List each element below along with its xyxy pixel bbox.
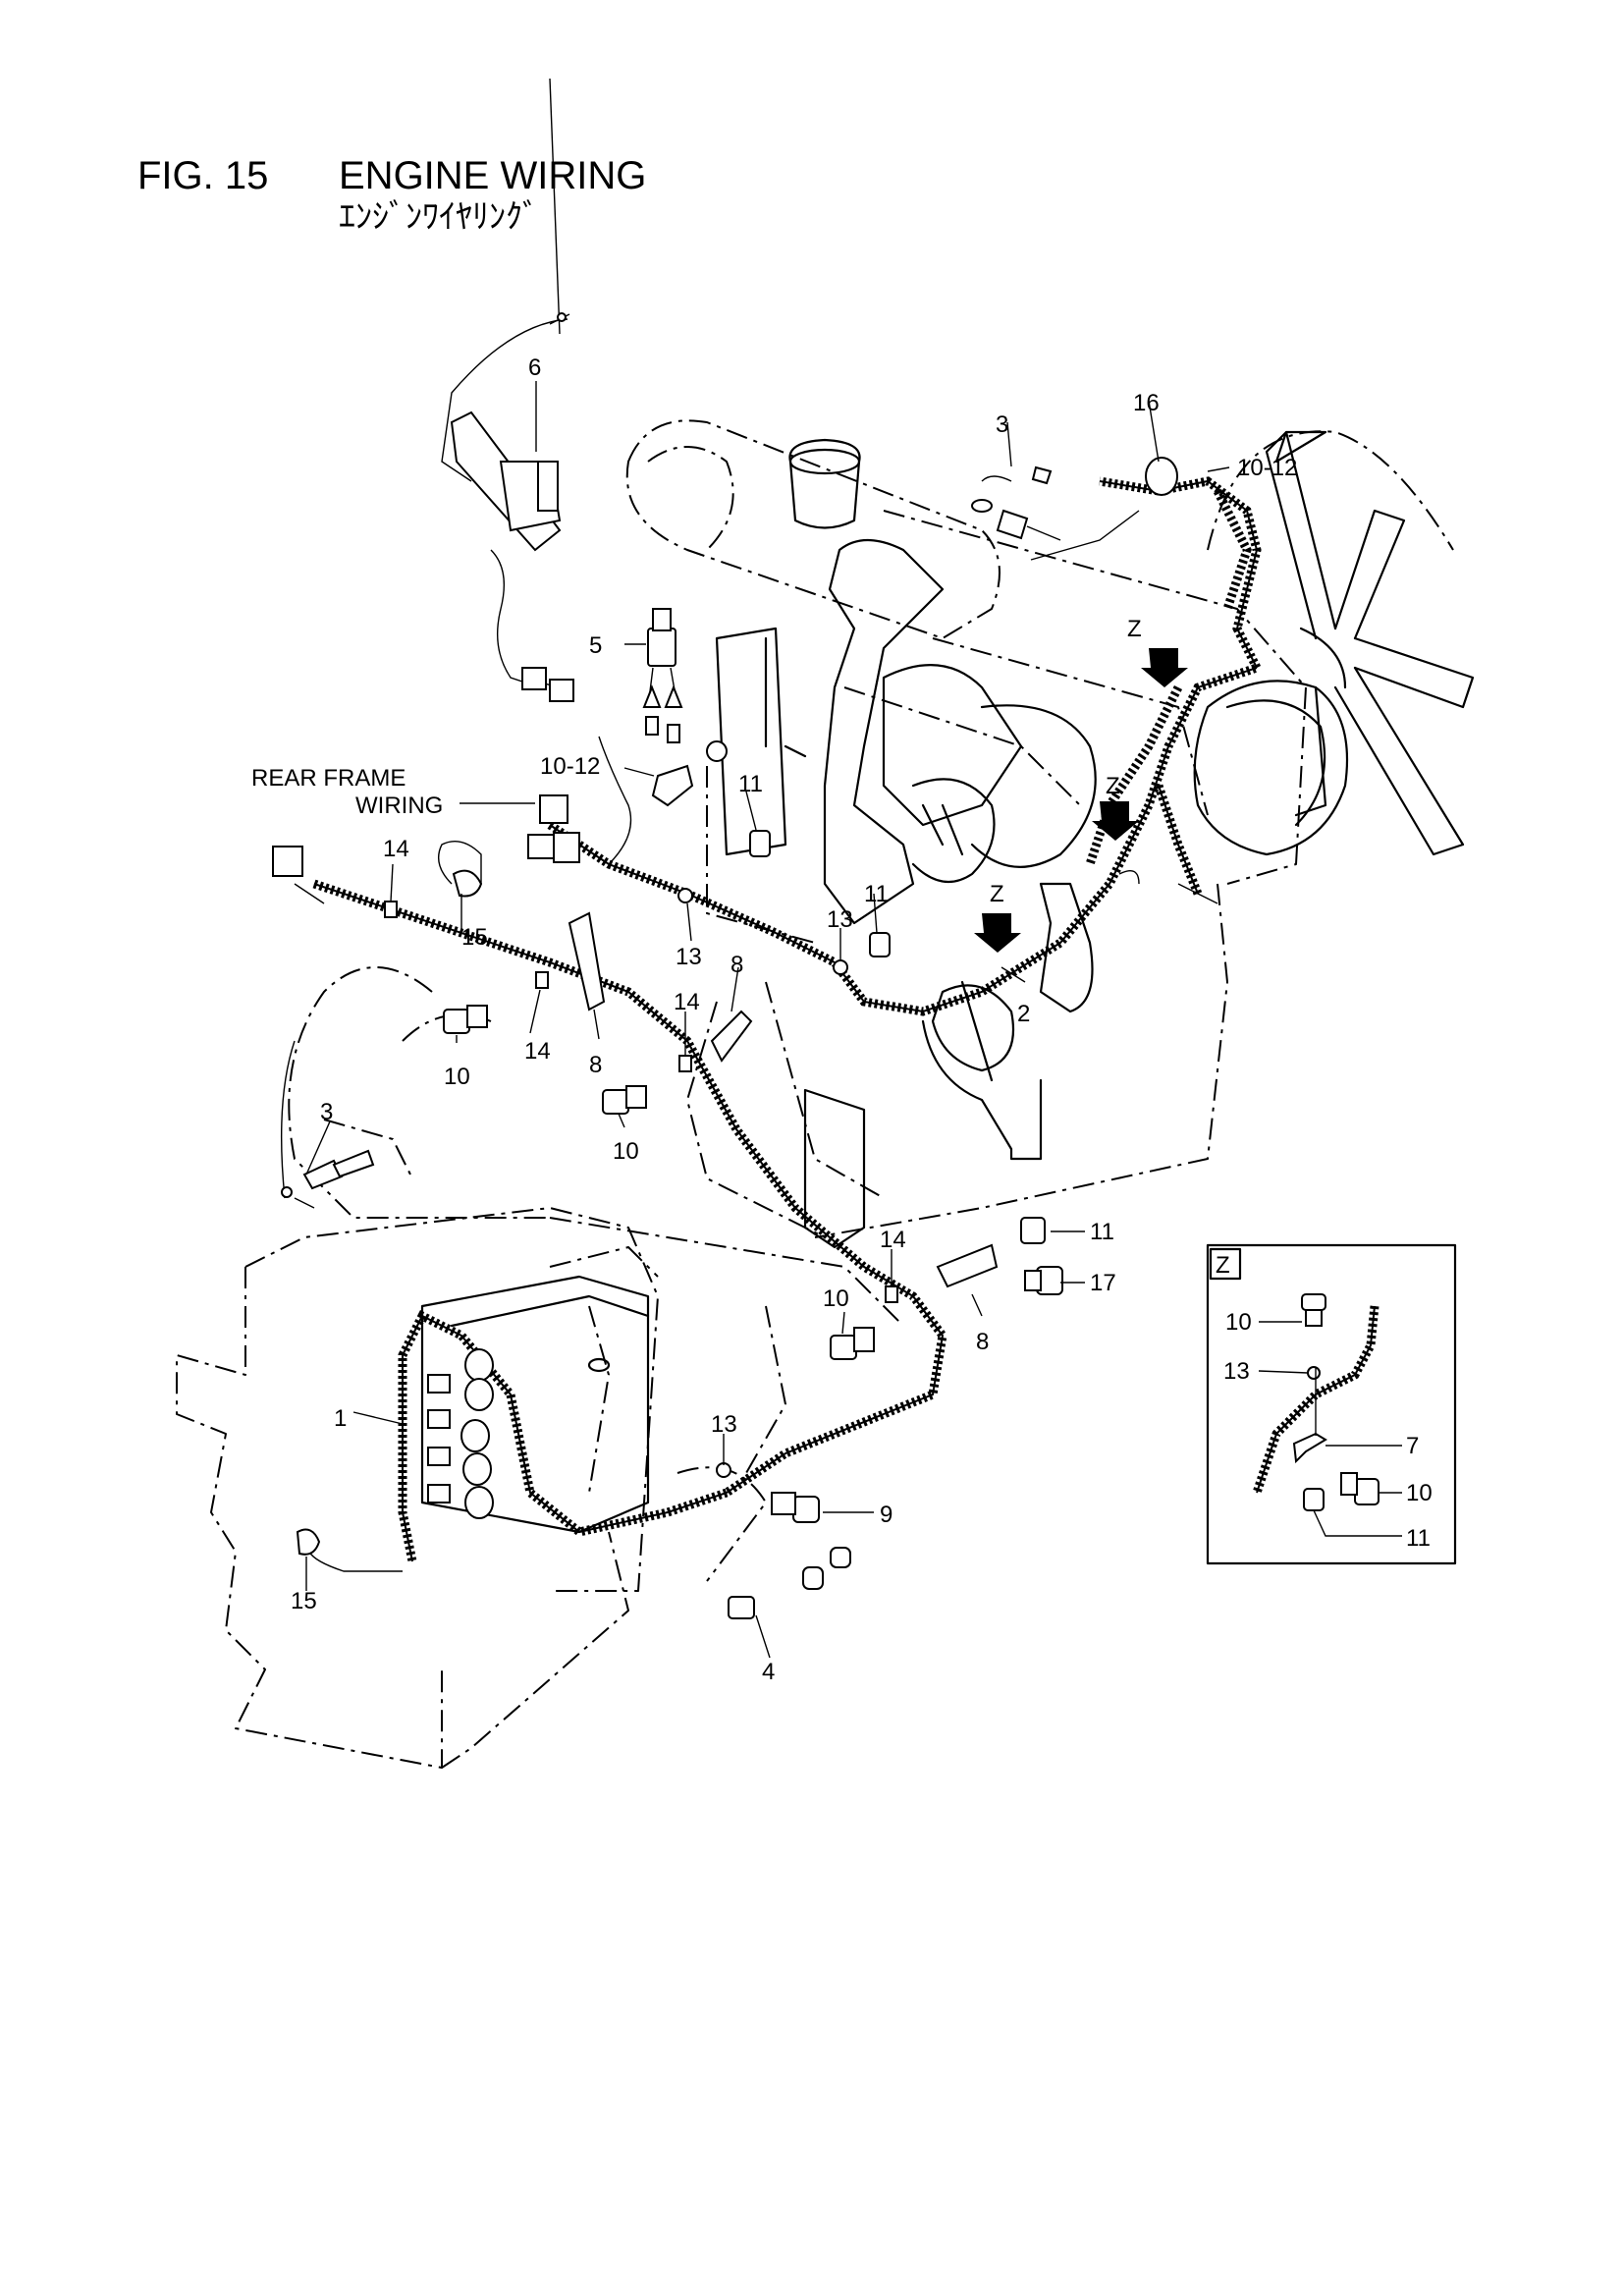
bracket-8: [936, 1243, 999, 1288]
callout-14: 14: [674, 989, 700, 1015]
connector: [553, 832, 580, 863]
callout-10-12: 10-12: [1237, 455, 1297, 481]
callout-10: 10: [613, 1138, 639, 1165]
connector: [272, 846, 303, 877]
callout-7: 7: [1406, 1433, 1419, 1459]
nut-11: [1020, 1217, 1046, 1244]
bracket-8: [710, 1010, 753, 1063]
connector: [539, 794, 568, 824]
bolt-10: [602, 1085, 647, 1115]
callout-13: 13: [827, 906, 853, 933]
figure-title: ENGINE WIRING: [339, 154, 646, 197]
callout-10: 10: [823, 1285, 849, 1312]
connector: [549, 679, 574, 702]
rear-frame-label-line1: REAR FRAME: [251, 765, 406, 792]
callout-8: 8: [730, 952, 743, 978]
callout-10: 10: [1406, 1480, 1433, 1506]
thin-wires: [280, 78, 1218, 1572]
part-4-connector: [728, 1547, 851, 1619]
callout-11: 11: [1406, 1525, 1431, 1552]
view-z-arrow: [974, 913, 1021, 953]
clamp-13: [677, 888, 693, 903]
callout-5: 5: [589, 632, 602, 659]
clamp: [651, 764, 694, 807]
callout-11: 11: [738, 771, 763, 797]
clamp-14: [535, 971, 549, 989]
callout-4: 4: [762, 1659, 775, 1685]
callout-14: 14: [880, 1227, 906, 1253]
callout-14: 14: [383, 836, 409, 862]
clamp-14: [384, 901, 398, 918]
grommet-15: [452, 869, 483, 898]
detail-z-inset: Z 10 13 7 10 11: [1206, 1243, 1457, 1565]
connector: [527, 834, 555, 859]
callout-8: 8: [976, 1329, 989, 1355]
view-z-label: Z: [1127, 616, 1142, 642]
callout-3: 3: [996, 411, 1008, 438]
nut-11: [749, 830, 771, 857]
callout-10-12: 10-12: [540, 753, 600, 780]
figure-number: FIG. 15: [137, 154, 268, 197]
callout-3: 3: [320, 1099, 333, 1125]
control-box-connectors: [427, 1348, 494, 1519]
detail-z-label: Z: [1216, 1252, 1230, 1279]
part-6-controller: [450, 312, 570, 552]
callout-10: 10: [1225, 1309, 1252, 1336]
callout-9: 9: [880, 1502, 893, 1528]
plug-9: [771, 1492, 820, 1523]
callout-13: 13: [711, 1411, 737, 1438]
bolt-10: [443, 1005, 488, 1034]
engine-outline: [176, 419, 1454, 1769]
grommet: [706, 740, 728, 762]
clamp-14: [885, 1285, 898, 1303]
rear-frame-label-line2: WIRING: [355, 793, 443, 819]
leader-lines: [305, 381, 1230, 1659]
callout-11: 11: [864, 881, 889, 907]
parts: [272, 312, 1188, 1619]
callout-13: 13: [1223, 1358, 1250, 1385]
callout-labels: 6 3 16 10-12 5 10-12 REAR FRAME WIRING 1…: [251, 355, 1297, 1685]
nut-11: [869, 932, 891, 957]
view-z-arrow: [1092, 801, 1139, 841]
view-z-label: Z: [990, 881, 1004, 907]
view-z-arrow: [1141, 648, 1188, 687]
callout-11: 11: [1090, 1219, 1114, 1245]
part-16-ring: [1145, 457, 1178, 496]
callout-16: 16: [1133, 390, 1160, 416]
callout-15: 15: [291, 1588, 317, 1614]
bolt-17: [1024, 1266, 1063, 1295]
bolt-10: [830, 1327, 875, 1360]
view-z-label: Z: [1106, 773, 1120, 799]
callout-14: 14: [524, 1038, 551, 1065]
callout-6: 6: [528, 355, 541, 381]
callout-15: 15: [461, 924, 488, 951]
figure-title-japanese: ｴﾝｼﾞﾝﾜｲﾔﾘﾝｸﾞ: [339, 197, 539, 237]
callout-17: 17: [1090, 1270, 1116, 1296]
callout-10: 10: [444, 1064, 470, 1090]
grommet-15: [296, 1528, 321, 1556]
clamp-14: [678, 1055, 692, 1072]
bracket-8: [568, 911, 606, 1011]
part-5-sensor: [642, 608, 683, 743]
part-3-sensor: [971, 465, 1061, 541]
connector: [521, 667, 547, 690]
clamp-13: [833, 959, 848, 975]
callout-2: 2: [1017, 1001, 1030, 1027]
callout-8: 8: [589, 1052, 602, 1078]
part-3-sensor: [281, 1149, 375, 1198]
callout-1: 1: [334, 1405, 347, 1432]
engine-components: [420, 430, 1475, 1534]
callout-13: 13: [676, 944, 702, 970]
clamp-13: [716, 1462, 731, 1478]
